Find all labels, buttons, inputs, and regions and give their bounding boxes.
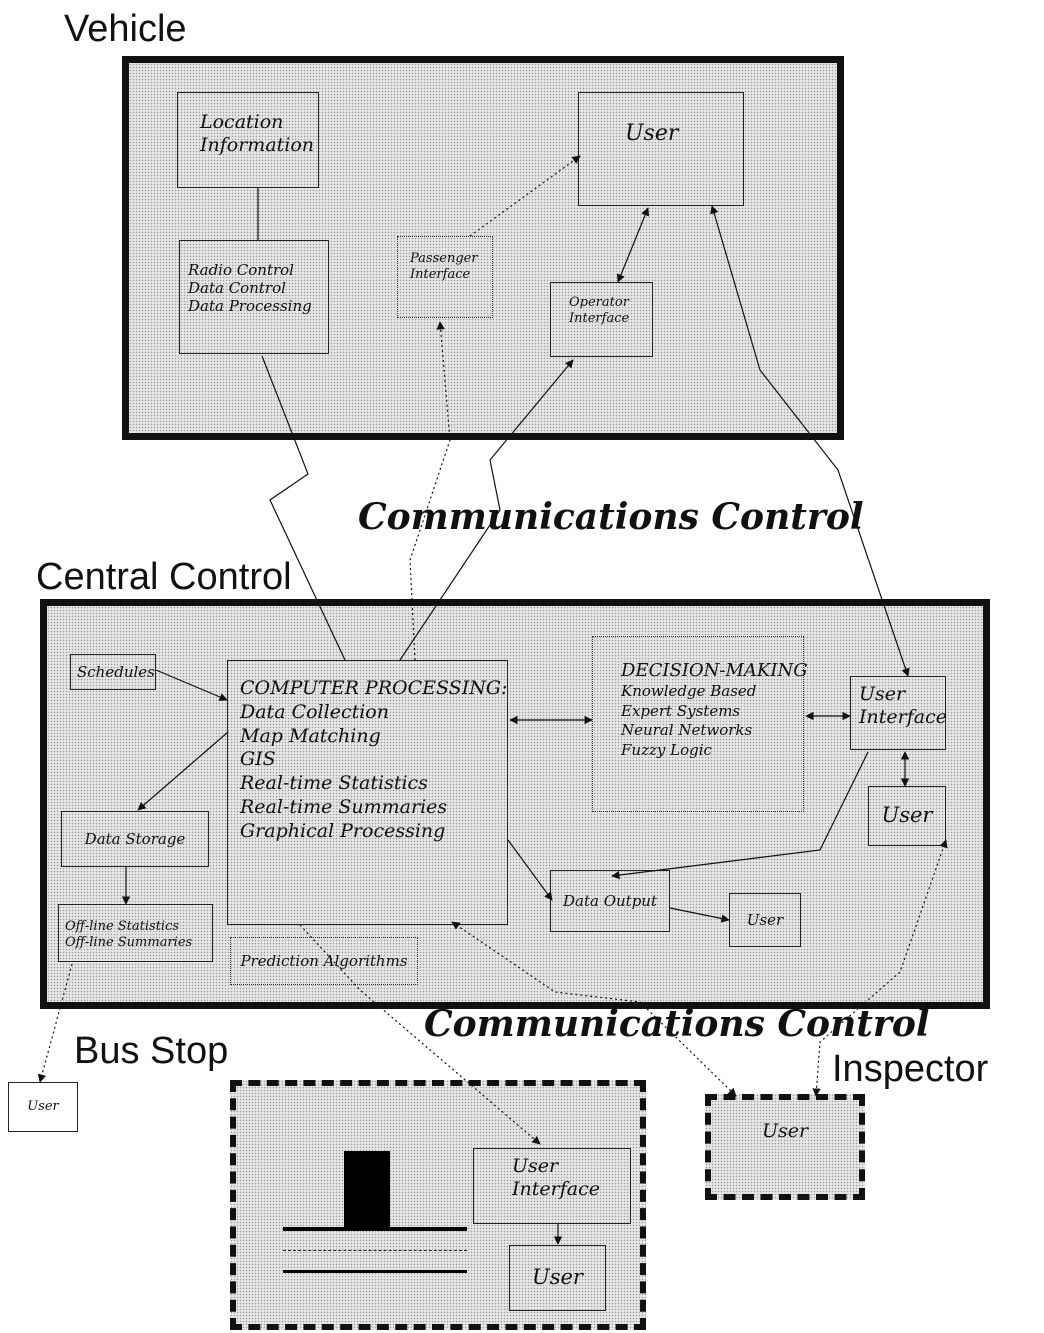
processing-storage-link: [138, 732, 228, 810]
central-user-inspector-link: [816, 840, 946, 1096]
processing-operator-link: [400, 360, 573, 660]
ui-output-link: [612, 752, 868, 876]
processing-output-link: [508, 840, 552, 900]
offline-outside-user-link: [40, 964, 72, 1082]
output-user-link: [670, 908, 729, 920]
processing-inspector-link: [452, 922, 736, 1096]
processing-passenger-link: [410, 322, 450, 660]
operator-user-link: [618, 208, 648, 282]
processing-busstop-link: [300, 925, 540, 1144]
passenger-user-link: [470, 156, 580, 236]
central-ui-vehicle-user-link: [712, 206, 908, 676]
radio-processing-link: [262, 356, 345, 660]
schedules-processing-link: [156, 670, 227, 700]
